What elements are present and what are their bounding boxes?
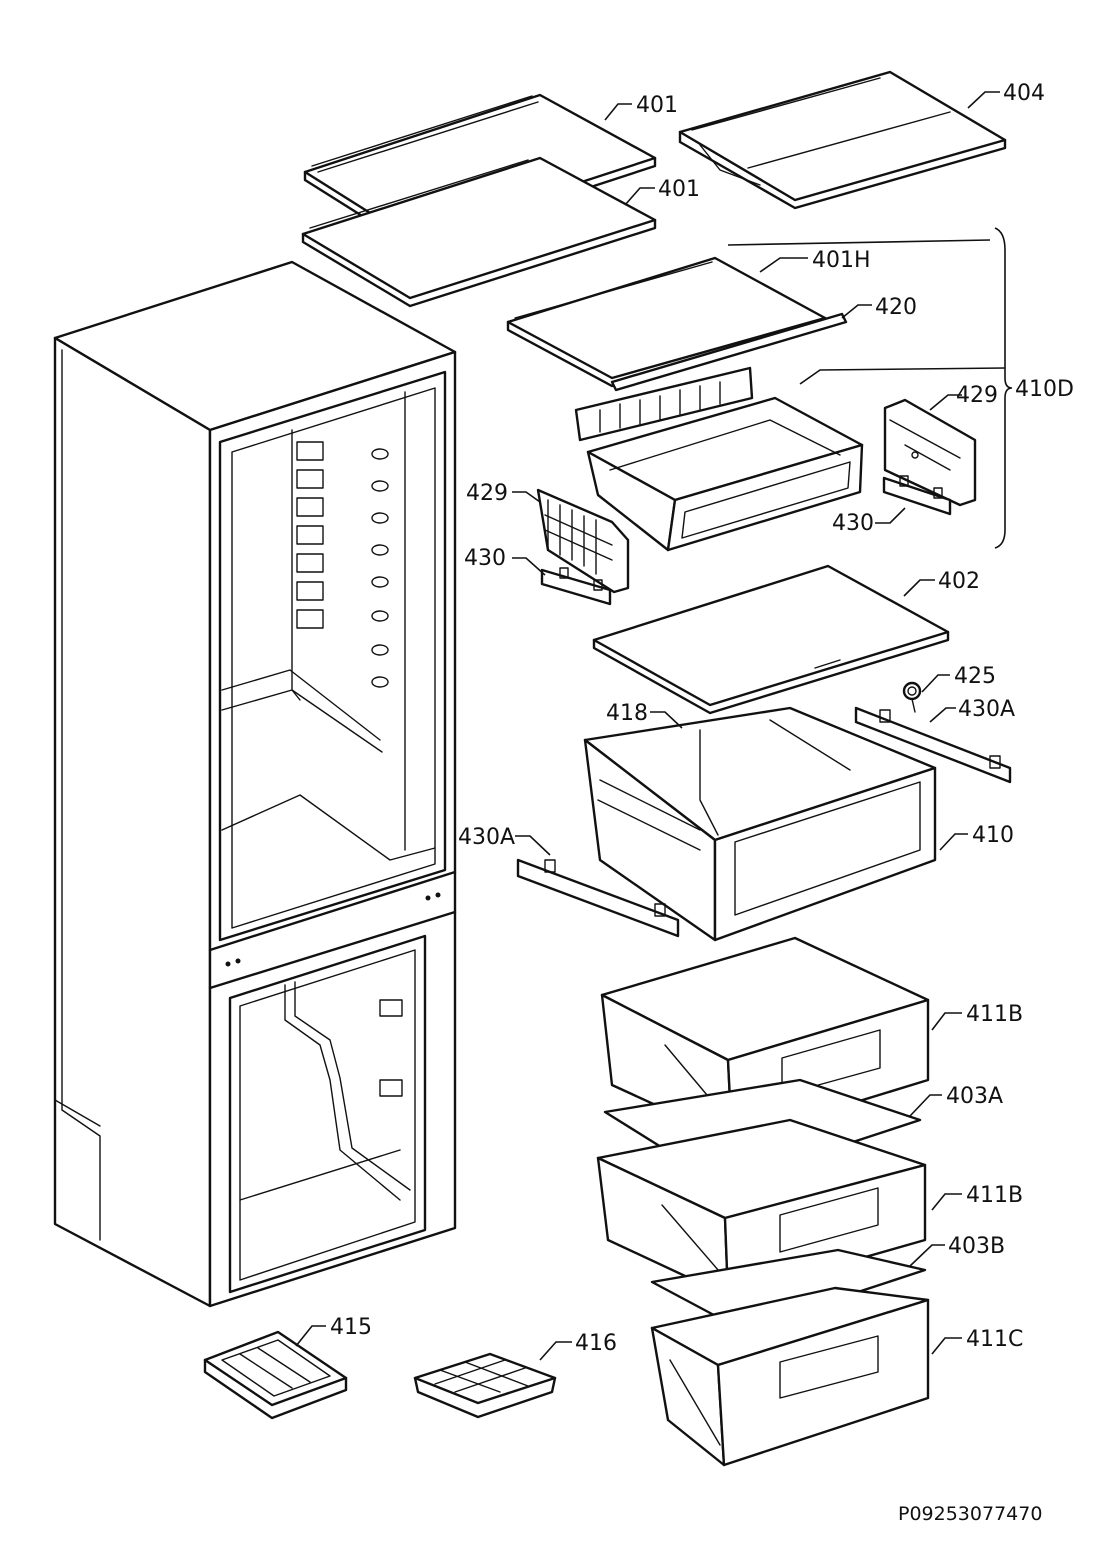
- ice-cube-tray-416: [413, 1352, 557, 1419]
- label-430-right: 430: [832, 511, 874, 536]
- label-410d: 410D: [1015, 377, 1074, 402]
- rail-430-right: [882, 475, 952, 516]
- label-411c: 411C: [966, 1327, 1023, 1352]
- rail-430a-left: [516, 858, 680, 938]
- shelf-404: [678, 70, 1007, 210]
- glass-shelf-402: [592, 564, 950, 715]
- rail-430a-right: [854, 706, 1012, 784]
- knob-425: [902, 681, 922, 713]
- label-401h: 401H: [812, 248, 871, 273]
- label-403a: 403A: [946, 1084, 1003, 1109]
- drawer-410d: [574, 366, 864, 552]
- label-415: 415: [330, 1315, 372, 1340]
- side-guide-429-left: [536, 488, 630, 594]
- glass-shelf-401-lower: [301, 156, 657, 308]
- shelf-supports: [296, 441, 389, 688]
- rail-430-left: [540, 567, 612, 606]
- label-401-upper: 401: [636, 93, 678, 118]
- label-404: 404: [1003, 81, 1045, 106]
- drawer-411c: [650, 1286, 930, 1467]
- label-403b: 403B: [948, 1234, 1005, 1259]
- drawer-410: [583, 706, 937, 942]
- label-420: 420: [875, 295, 917, 320]
- label-430a-left: 430A: [458, 825, 515, 850]
- label-411b-lower: 411B: [966, 1183, 1023, 1208]
- label-418: 418: [606, 701, 648, 726]
- label-402: 402: [938, 569, 980, 594]
- label-416: 416: [575, 1331, 617, 1356]
- label-411b-upper: 411B: [966, 1002, 1023, 1027]
- part-labels: 401 401 404 401H 420 410D 429 429 430 43…: [330, 81, 1074, 1525]
- label-429-right: 429: [956, 383, 998, 408]
- label-430a-right: 430A: [958, 697, 1015, 722]
- leader-lines: [295, 91, 1013, 1361]
- fridge-cabinet: [53, 260, 457, 1308]
- label-401-lower: 401: [658, 177, 700, 202]
- label-425: 425: [954, 664, 996, 689]
- ice-tray-415: [203, 1330, 348, 1420]
- label-410: 410: [972, 823, 1014, 848]
- strip-420: [610, 312, 848, 392]
- label-430-left: 430: [464, 546, 506, 571]
- label-429-left: 429: [466, 481, 508, 506]
- document-id: P09253077470: [898, 1503, 1042, 1525]
